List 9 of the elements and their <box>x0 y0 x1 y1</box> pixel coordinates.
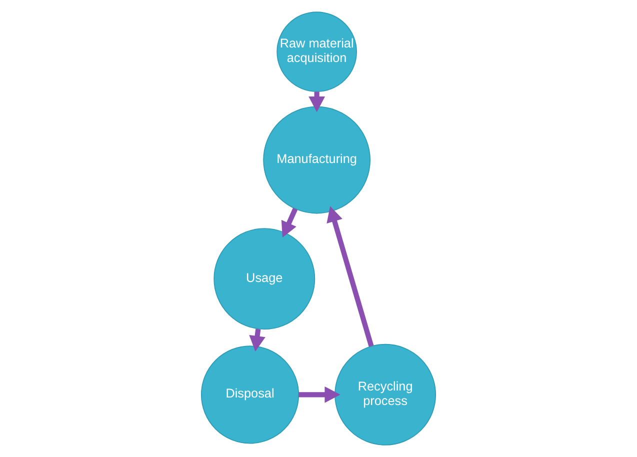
node-circle: Disposal <box>200 346 300 444</box>
arrow <box>249 328 266 352</box>
node-circle: Usage <box>214 228 316 330</box>
node-circle: Manufacturing <box>263 106 370 214</box>
arrow <box>326 206 374 347</box>
arrow <box>298 386 340 403</box>
arrow <box>281 208 298 238</box>
node-circle: Recycling process <box>334 344 436 446</box>
node-circle: Raw material acquisition <box>276 12 357 92</box>
